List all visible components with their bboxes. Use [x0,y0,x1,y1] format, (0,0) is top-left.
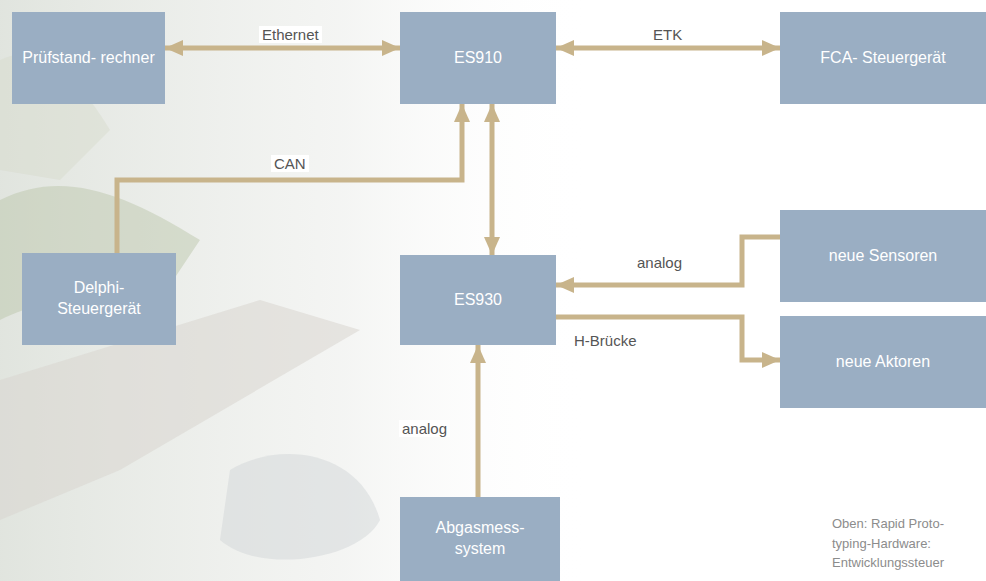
signal-label: CAN [271,155,309,172]
process-box: Abgasmess- system [400,497,560,581]
connector-arrow [490,104,495,255]
process-box: ES910 [400,12,556,104]
connector-arrow [556,317,780,360]
box-text: neue Sensoren [829,246,938,267]
signal-label: Ethernet [259,26,322,43]
box-text: Delphi- Steuergerät [30,278,168,320]
signal-label: H-Brücke [571,332,640,349]
box-text: neue Aktoren [836,352,930,373]
caption-note: Oben: Rapid Proto- typing-Hardware: Entw… [832,514,980,573]
connector-arrow [556,46,780,51]
box-text: FCA- Steuergerät [820,48,945,69]
box-text: Abgasmess- system [408,518,552,560]
connector-arrow [117,104,462,253]
process-box: FCA- Steuergerät [780,12,986,104]
box-text: ES930 [454,290,502,311]
process-box: Delphi- Steuergerät [22,253,176,345]
process-box: ES930 [400,255,556,345]
signal-label: analog [399,420,450,437]
process-box: Prüfstand- rechner [12,12,165,104]
process-box: neue Sensoren [780,210,986,302]
connector-arrow [476,345,481,497]
box-text: Prüfstand- rechner [22,48,155,69]
signal-label: analog [634,254,685,271]
box-text: ES910 [454,48,502,69]
process-box: neue Aktoren [780,316,986,408]
connector-arrow [165,46,400,51]
connector-arrow [556,237,780,285]
signal-label: ETK [650,26,685,43]
